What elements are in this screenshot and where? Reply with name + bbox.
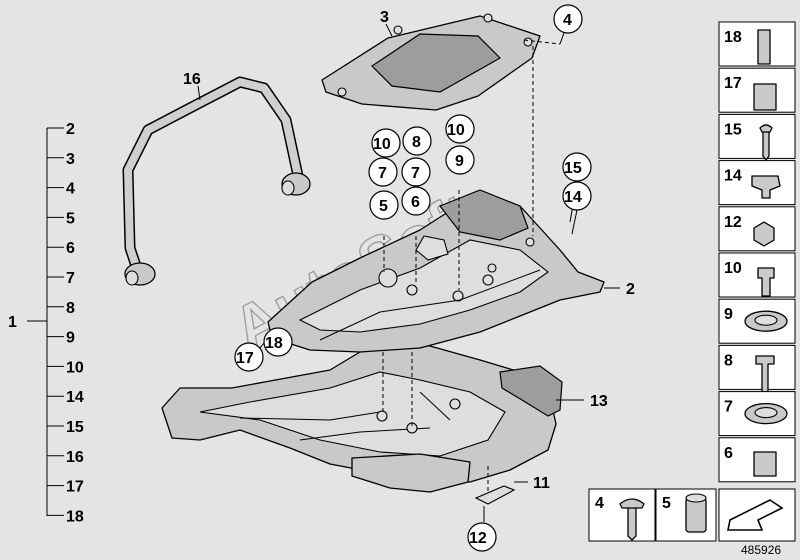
lower-carrier-bracket[interactable]: [161, 339, 563, 493]
callout-18[interactable]: 18: [265, 335, 283, 352]
side-label-9: 9: [724, 306, 733, 323]
side-label-14: 14: [724, 168, 742, 185]
grab-handle-tube[interactable]: [122, 76, 311, 286]
part-14-icon: [751, 175, 781, 199]
callouts: 3 4 16 2 13 11 10 8 10 7 7 9 5 6 15 14 1…: [183, 4, 635, 552]
side-label-18: 18: [724, 29, 742, 46]
tree-item-16[interactable]: 16: [66, 449, 84, 466]
callout-10-right[interactable]: 10: [447, 122, 465, 139]
screw-icon: [619, 498, 645, 541]
callout-4[interactable]: 4: [563, 12, 572, 29]
direction-arrow-icon: [727, 499, 784, 531]
tree-item-15[interactable]: 15: [66, 419, 84, 436]
side-label-6: 6: [724, 445, 733, 462]
upper-plate[interactable]: [267, 189, 605, 353]
part-12-icon: [753, 221, 775, 247]
part-6-icon: [753, 451, 777, 477]
assembly-lines: [382, 39, 561, 500]
bottom-label-5: 5: [662, 495, 671, 512]
part-10-icon: [757, 267, 775, 297]
callout-7-right[interactable]: 7: [411, 165, 420, 182]
bottom-cell-4[interactable]: [588, 488, 656, 542]
side-label-8: 8: [724, 352, 733, 369]
callout-17[interactable]: 17: [236, 350, 254, 367]
tree-item-9[interactable]: 9: [66, 330, 75, 347]
tree-item-2[interactable]: 2: [66, 121, 75, 138]
callout-8[interactable]: 8: [412, 134, 421, 151]
side-label-15: 15: [724, 121, 742, 138]
tree-item-10[interactable]: 10: [66, 359, 84, 376]
part-15-icon: [759, 124, 773, 161]
parts-tree: 1 2 3 4 5 6 7 8 9 10 14 15 16 17 18: [8, 121, 84, 525]
tree-item-17[interactable]: 17: [66, 479, 84, 496]
callout-16[interactable]: 16: [183, 71, 201, 88]
callout-11[interactable]: 11: [533, 475, 550, 492]
callout-6[interactable]: 6: [411, 194, 420, 211]
side-label-12: 12: [724, 214, 742, 231]
tree-item-4[interactable]: 4: [66, 181, 75, 198]
side-cell-8[interactable]: [718, 344, 796, 390]
part-18-icon: [757, 29, 771, 65]
callout-3[interactable]: 3: [380, 9, 389, 26]
callout-1[interactable]: 1: [8, 314, 17, 331]
callout-9[interactable]: 9: [455, 153, 464, 170]
side-label-10: 10: [724, 260, 742, 277]
sleeve-icon: [685, 497, 707, 533]
side-cell-18[interactable]: [718, 21, 796, 67]
tree-item-3[interactable]: 3: [66, 151, 75, 168]
tree-item-5[interactable]: 5: [66, 210, 75, 227]
callout-15[interactable]: 15: [564, 160, 582, 177]
side-cell-10[interactable]: [718, 252, 796, 298]
callout-7-left[interactable]: 7: [378, 165, 387, 182]
part-17-icon: [753, 83, 777, 111]
tree-item-6[interactable]: 6: [66, 240, 75, 257]
side-label-17: 17: [724, 75, 742, 92]
small-parts-panel: 18 17 15 14 12 10 9 8 7 6: [718, 21, 796, 483]
side-cell-15[interactable]: [718, 113, 796, 159]
tree-item-18[interactable]: 18: [66, 508, 84, 525]
tree-item-7[interactable]: 7: [66, 270, 75, 287]
callout-4-circle: [553, 4, 583, 34]
side-label-7: 7: [724, 399, 733, 416]
callout-5[interactable]: 5: [379, 198, 388, 215]
callout-12[interactable]: 12: [469, 530, 487, 547]
callout-2[interactable]: 2: [626, 281, 635, 298]
tree-item-8[interactable]: 8: [66, 300, 75, 317]
cover-plate[interactable]: [321, 13, 541, 111]
clip-11-part[interactable]: [474, 485, 516, 505]
bottom-label-4: 4: [595, 495, 604, 512]
tree-item-14[interactable]: 14: [66, 389, 84, 406]
callout-13[interactable]: 13: [590, 393, 608, 410]
diagram-id: 485926: [741, 543, 781, 557]
callout-10-left[interactable]: 10: [373, 136, 391, 153]
callout-14[interactable]: 14: [564, 189, 582, 206]
bottom-parts-panel: 4 5 485926: [588, 488, 796, 557]
